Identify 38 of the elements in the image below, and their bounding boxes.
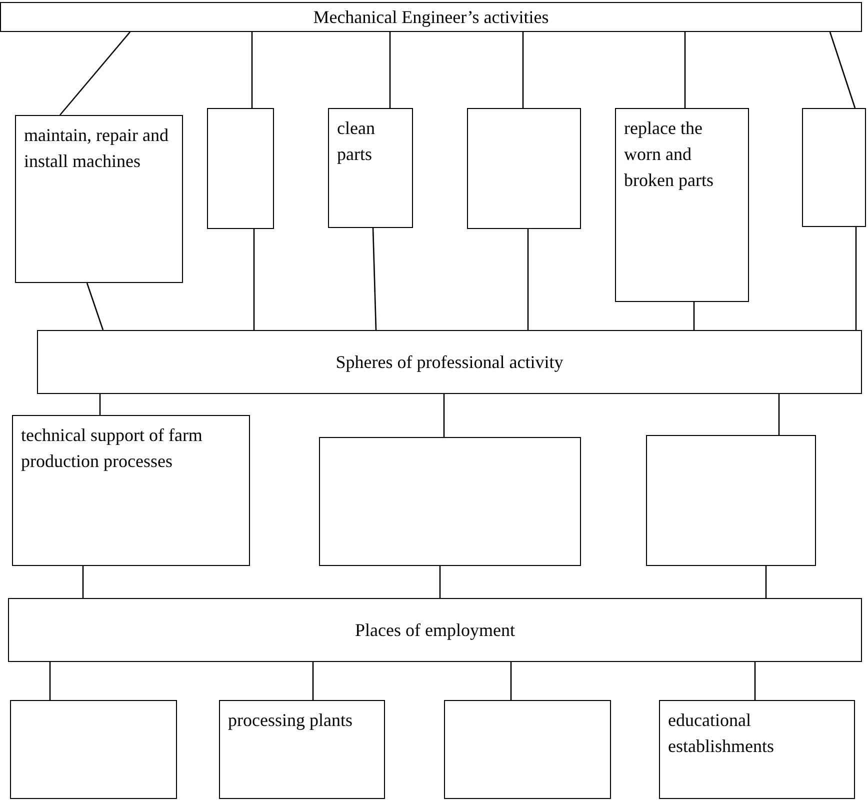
text-box <box>802 108 866 227</box>
connector-line <box>389 32 391 108</box>
text-box: educational establishments <box>659 700 855 799</box>
connector-line <box>754 662 756 700</box>
heading-bar: Spheres of professional activity <box>37 330 862 394</box>
connector-line <box>684 32 686 108</box>
connector-line <box>82 566 84 598</box>
text-box: maintain, repair and install machines <box>15 115 183 283</box>
text-box: technical support of farm production processes <box>12 415 250 566</box>
connector-line <box>778 394 780 435</box>
heading-bar: Mechanical Engineer’s activities <box>0 2 862 32</box>
connector-line <box>510 662 512 700</box>
text-box <box>319 437 581 566</box>
connector-line <box>60 32 130 116</box>
connector-line <box>86 282 104 330</box>
text-box <box>444 700 611 799</box>
connector-line <box>765 566 767 598</box>
text-box <box>207 108 274 229</box>
text-box <box>10 700 177 799</box>
connector-line <box>253 229 255 330</box>
connector-line <box>439 566 441 598</box>
connector-line <box>522 32 524 108</box>
connector-line <box>527 229 529 330</box>
text-box: replace the worn and broken parts <box>615 108 749 302</box>
text-box: clean parts <box>328 108 413 228</box>
connector-line <box>99 394 101 415</box>
text-box: processing plants <box>219 700 385 799</box>
connector-line <box>312 662 314 700</box>
connector-line <box>443 394 445 437</box>
connector-line <box>855 227 857 330</box>
connector-line <box>372 228 377 330</box>
text-box <box>646 435 816 566</box>
text-box <box>467 108 581 229</box>
heading-bar: Places of employment <box>8 598 862 662</box>
connector-line <box>251 32 253 108</box>
connector-line <box>49 662 51 700</box>
connector-line <box>829 32 856 108</box>
connector-line <box>693 302 695 330</box>
